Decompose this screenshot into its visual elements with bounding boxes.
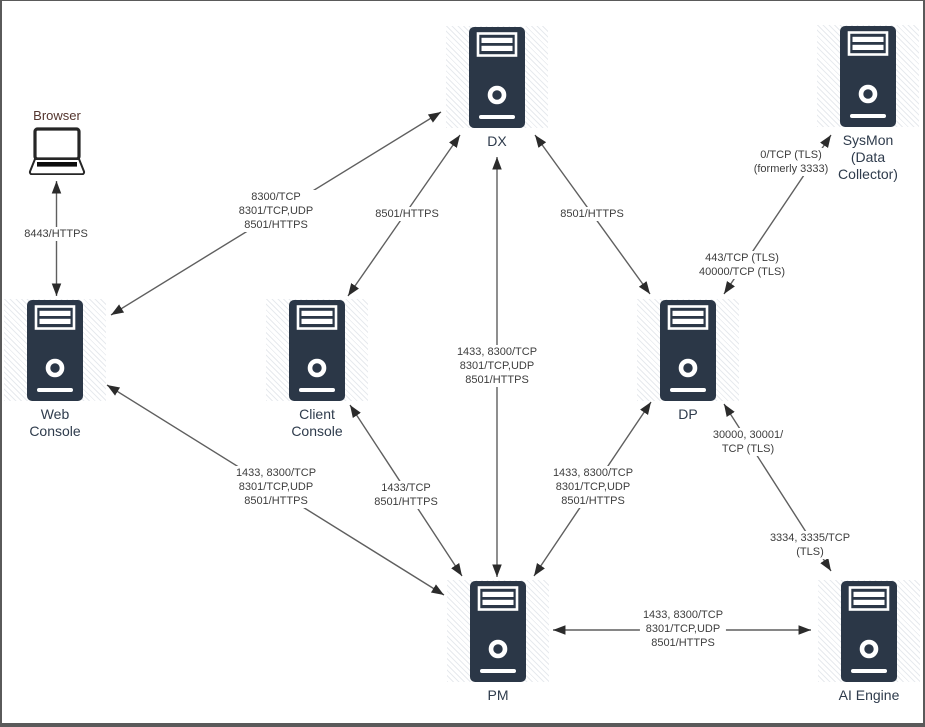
server-icon <box>660 299 716 401</box>
edge-label-dp-sysmon-upper: 0/TCP (TLS) (formerly 3333) <box>750 148 832 176</box>
node-label: DX <box>487 133 507 149</box>
node-web-console: Web Console <box>4 299 106 440</box>
node-ai-engine: AI Engine <box>818 580 920 704</box>
server-icon <box>470 580 526 682</box>
hatch-background <box>4 299 106 401</box>
server-icon <box>27 299 83 401</box>
node-label: Browser <box>33 108 81 123</box>
node-sysmon: SysMon (Data Collector) <box>817 25 919 183</box>
server-icon <box>289 299 345 401</box>
node-label: DP <box>678 406 698 422</box>
server-icon <box>841 580 897 682</box>
hatch-background <box>817 25 919 127</box>
laptop-icon <box>28 127 86 176</box>
hatch-background <box>446 26 548 128</box>
node-browser: Browser <box>20 107 94 180</box>
edge-label-pm-dx: 1433, 8300/TCP 8301/TCP,UDP 8501/HTTPS <box>453 345 541 387</box>
node-dp: DP <box>637 299 739 423</box>
node-pm: PM <box>447 580 549 704</box>
node-label: PM <box>487 687 509 703</box>
node-label: SysMon (Data Collector) <box>838 132 898 182</box>
node-label: AI Engine <box>838 687 900 703</box>
edge-label-client-console-dx: 8501/HTTPS <box>372 207 442 221</box>
node-label: Web Console <box>29 406 81 439</box>
hatch-background <box>447 580 549 682</box>
hatch-background <box>818 580 920 682</box>
server-icon <box>469 26 525 128</box>
edge-label-pm-ai-engine: 1433, 8300/TCP 8301/TCP,UDP 8501/HTTPS <box>639 608 727 650</box>
edge-label-dp-ai-engine-lower: 3334, 3335/TCP (TLS) <box>766 531 854 559</box>
node-client-console: Client Console <box>266 299 368 440</box>
hatch-background <box>266 299 368 401</box>
hatch-background <box>637 299 739 401</box>
server-icon <box>840 25 896 127</box>
edge-label-dp-ai-engine-upper: 30000, 30001/ TCP (TLS) <box>709 428 787 456</box>
edge-label-pm-client-console: 1433/TCP 8501/HTTPS <box>371 481 441 509</box>
node-dx: DX <box>446 26 548 150</box>
edge-label-browser-web-console: 8443/HTTPS <box>21 227 91 241</box>
edge-label-pm-web-console: 1433, 8300/TCP 8301/TCP,UDP 8501/HTTPS <box>232 466 320 508</box>
edge-label-web-console-dx: 8300/TCP 8301/TCP,UDP 8501/HTTPS <box>235 190 317 232</box>
edge-label-dp-dx: 8501/HTTPS <box>557 207 627 221</box>
edge-label-pm-dp: 1433, 8300/TCP 8301/TCP,UDP 8501/HTTPS <box>549 466 637 508</box>
edge-label-dp-sysmon-lower: 443/TCP (TLS) 40000/TCP (TLS) <box>695 251 789 279</box>
node-label: Client Console <box>291 406 343 439</box>
